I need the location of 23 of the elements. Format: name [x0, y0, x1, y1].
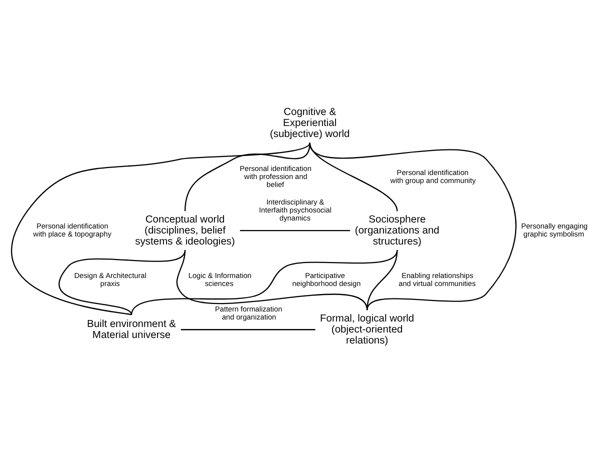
connector	[309, 142, 516, 310]
connector	[130, 249, 398, 315]
connector	[180, 328, 316, 330]
connector	[309, 142, 398, 211]
node-text: Sociosphere (organizations and structures)	[354, 214, 440, 247]
node-text: Formal, logical world (object-oriented relations)	[320, 312, 414, 346]
edge-label: Personally engaging graphic symbolism	[521, 220, 588, 238]
connector	[11, 142, 310, 315]
edge-label: Personal identification with group and community	[390, 167, 476, 184]
edge-label: Participative neighborhood design	[292, 270, 361, 288]
edge-label: Enabling relationships and virtual communities	[398, 270, 476, 288]
edge-label: Pattern formalization and organization	[214, 304, 282, 321]
node-text: Conceptual world (disciplines, belief systems & ideologies)	[135, 214, 236, 247]
edge-label: Personal identification with place & topography	[33, 220, 112, 238]
connector	[58, 249, 186, 315]
node-text: Cognitive & Experiential (subjective) world	[270, 106, 350, 140]
edge-label: Logic & Information sciences	[188, 270, 252, 288]
node-text: Built environment & Material universe	[86, 318, 176, 340]
edge-label: Design & Architectural praxis	[74, 270, 146, 288]
connector	[176, 249, 368, 310]
edge-label: Interdisciplinary & Interfaith psychosocial dynamics	[259, 196, 332, 222]
connector	[240, 229, 350, 231]
edge-label: Personal identification with profession and belief	[240, 164, 312, 189]
